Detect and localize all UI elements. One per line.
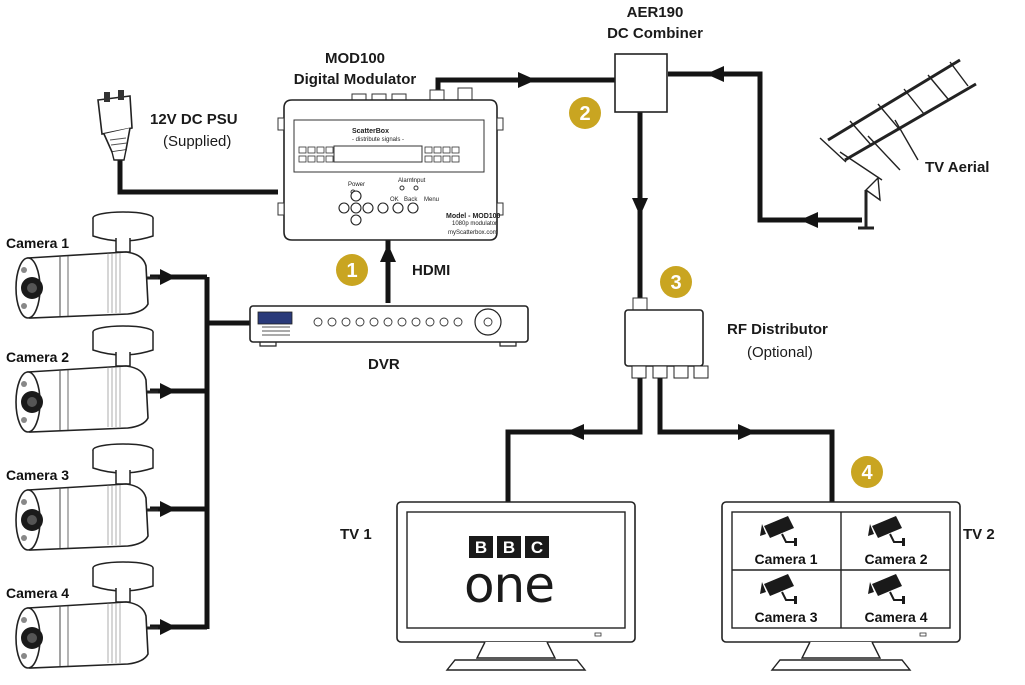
- camera-3: Camera 3: [6, 442, 160, 552]
- arrow-left-icon: [800, 212, 818, 228]
- combiner-label: AER190: [627, 4, 684, 21]
- step-badge-1: 1: [336, 254, 368, 286]
- svg-text:2: 2: [579, 103, 590, 125]
- tv1-label: TV 1: [340, 526, 372, 543]
- modulator-device: ScatterBox - distribute signals - Power …: [277, 87, 504, 241]
- camera-1: Camera 1: [6, 210, 160, 320]
- quad-cell: Camera 3: [754, 573, 818, 625]
- dvr-label: DVR: [368, 356, 400, 373]
- signal-arrows: [160, 66, 818, 635]
- modulator-model-line: Model - MOD100: [446, 213, 501, 220]
- rf-distributor-sub-label: (Optional): [747, 344, 813, 361]
- camera-label: Camera 2: [6, 349, 69, 365]
- modulator-model-sub: 1080p modulator: [452, 221, 497, 227]
- quad-label: Camera 3: [754, 609, 817, 625]
- arrow-right-icon: [518, 72, 536, 88]
- quad-label: Camera 4: [864, 609, 927, 625]
- modulator-menu-label: Menu: [424, 197, 439, 203]
- modulator-display: [333, 145, 423, 163]
- modulator-alarm-label: Alarm: [398, 178, 414, 184]
- arrow-right-icon: [738, 424, 756, 440]
- combiner-sub-label: DC Combiner: [607, 25, 703, 42]
- modulator-nav-pad: [338, 190, 419, 226]
- modulator-brand-tag: - distribute signals -: [352, 137, 404, 143]
- tv2-label: TV 2: [963, 526, 995, 543]
- svg-text:4: 4: [861, 462, 873, 484]
- camera-label: Camera 1: [6, 235, 69, 251]
- rf-in-connector-icon: [457, 87, 473, 101]
- svg-text:1: 1: [346, 260, 357, 282]
- arrow-up-icon: [380, 244, 396, 262]
- aerial-to-combiner-cable: [668, 71, 862, 223]
- bbc-one-word: one: [464, 556, 554, 614]
- tv-aerial-icon: [819, 58, 977, 230]
- tv-2: Camera 1 Camera 2 Camera 3 Camera 4: [721, 501, 961, 671]
- camera-2: Camera 2: [6, 324, 160, 434]
- bbc-letter: B: [475, 538, 487, 557]
- modulator-input-label: Input: [412, 178, 426, 184]
- modulator-sub-label: Digital Modulator: [294, 71, 417, 88]
- quad-cell: Camera 4: [864, 573, 928, 625]
- combiner-device: [614, 53, 668, 113]
- arrow-right-icon: [160, 383, 176, 399]
- tv-1: B B C one: [396, 501, 636, 671]
- bbc-one-logo: B B C one: [464, 536, 555, 614]
- distributor-to-tv1-cable: [505, 372, 643, 502]
- modulator-website: myScatterbox.com: [448, 230, 498, 236]
- modulator-label: MOD100: [325, 50, 385, 67]
- distributor-to-tv2-cable: [657, 372, 835, 502]
- bbc-letter: C: [531, 538, 543, 557]
- arrow-right-icon: [160, 619, 176, 635]
- step-badge-4: 4: [851, 456, 883, 488]
- arrow-right-icon: [160, 269, 176, 285]
- psu-plug-icon: [97, 90, 133, 161]
- modulator-power-label: Power: [348, 182, 365, 188]
- psu-sub-label: (Supplied): [163, 133, 231, 150]
- psu-cable: [117, 158, 278, 195]
- bbc-letter: B: [503, 538, 515, 557]
- camera-4: Camera 4: [6, 560, 160, 670]
- quad-cell: Camera 1: [754, 515, 818, 567]
- modulator-brand: ScatterBox: [352, 128, 389, 135]
- rf-out-connector-icon: [429, 89, 445, 101]
- arrow-right-icon: [160, 501, 176, 517]
- quad-label: Camera 1: [754, 551, 817, 567]
- rf-distributor-device: [624, 297, 709, 379]
- camera-label: Camera 3: [6, 467, 69, 483]
- tv-aerial-label: TV Aerial: [925, 159, 989, 176]
- quad-cell: Camera 2: [864, 515, 928, 567]
- svg-text:3: 3: [670, 272, 681, 294]
- arrow-down-icon: [632, 198, 648, 216]
- quad-label: Camera 2: [864, 551, 927, 567]
- hdmi-label: HDMI: [412, 262, 450, 279]
- arrow-left-icon: [566, 424, 584, 440]
- rf-distributor-label: RF Distributor: [727, 321, 828, 338]
- step-badge-2: 2: [569, 97, 601, 129]
- arrow-left-icon: [706, 66, 724, 82]
- dvr-device: [249, 305, 529, 347]
- camera-label: Camera 4: [6, 585, 69, 601]
- dvr-display-icon: [257, 311, 293, 325]
- modulator-ok-label: OK: [390, 197, 399, 203]
- psu-label: 12V DC PSU: [150, 111, 238, 128]
- step-badge-3: 3: [660, 266, 692, 298]
- modulator-back-label: Back: [404, 197, 418, 203]
